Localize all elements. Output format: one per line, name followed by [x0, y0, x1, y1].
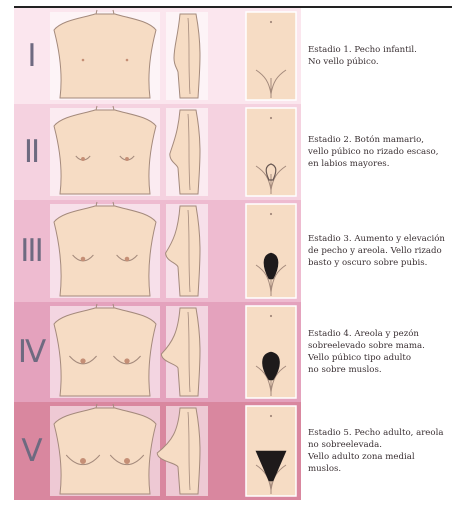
stage-row-1: I Estadio 1. Pecho infantil. No vello pú… [14, 8, 452, 104]
navel [270, 213, 272, 215]
navel [270, 117, 272, 119]
stage-text-column: Estadio 2. Botón mamario, vello púbico n… [301, 104, 452, 200]
torso-front-outline [54, 14, 156, 98]
stage-text-column: Estadio 3. Aumento y elevación de pecho … [301, 200, 452, 302]
navel [270, 315, 272, 317]
nipple-right [125, 157, 129, 161]
stage-text-column: Estadio 4. Areola y pezón sobreelevado s… [301, 302, 452, 402]
stage-text-column: Estadio 1. Pecho infantil. No vello púbi… [301, 8, 452, 104]
stage-description: Estadio 2. Botón mamario, vello púbico n… [301, 134, 442, 170]
torso-front-outline [54, 408, 156, 494]
stage-illustrations [14, 302, 301, 402]
stage-row-5: V Estadio 5. Pecho adulto, areola no sob… [14, 402, 452, 500]
stage-illustrations [14, 104, 301, 200]
stage-illustrations [14, 8, 301, 104]
nipple-left [82, 59, 85, 62]
nipple-left [81, 257, 86, 262]
nipple-right [124, 458, 130, 464]
stage-description: Estadio 1. Pecho infantil. No vello púbi… [301, 44, 421, 68]
stage-description: Estadio 5. Pecho adulto, areola no sobre… [301, 427, 447, 475]
torso-side-outline [157, 408, 200, 494]
navel [270, 415, 272, 417]
stage-row-3: III Estadio 3. Aumento y elevación de pe… [14, 200, 452, 302]
torso-front-outline [54, 206, 156, 296]
navel [270, 21, 272, 23]
nipple-left [80, 458, 86, 464]
nipple-left [81, 157, 85, 161]
torso-front-outline [54, 308, 156, 396]
stage-illustrations [14, 402, 301, 500]
nipple-right [124, 358, 129, 363]
stage-row-4: IV Estadio 4. Areola y pezón sobreelevad… [14, 302, 452, 402]
stage-description: Estadio 4. Areola y pezón sobreelevado s… [301, 328, 429, 376]
stage-row-2: II Estadio 2. Botón mamario, vello púbic… [14, 104, 452, 200]
nipple-right [125, 257, 130, 262]
stage-illustrations [14, 200, 301, 302]
stage-description: Estadio 3. Aumento y elevación de pecho … [301, 233, 449, 269]
nipple-left [80, 358, 85, 363]
nipple-right [126, 59, 129, 62]
torso-front-outline [54, 110, 156, 194]
stage-text-column: Estadio 5. Pecho adulto, areola no sobre… [301, 402, 452, 500]
